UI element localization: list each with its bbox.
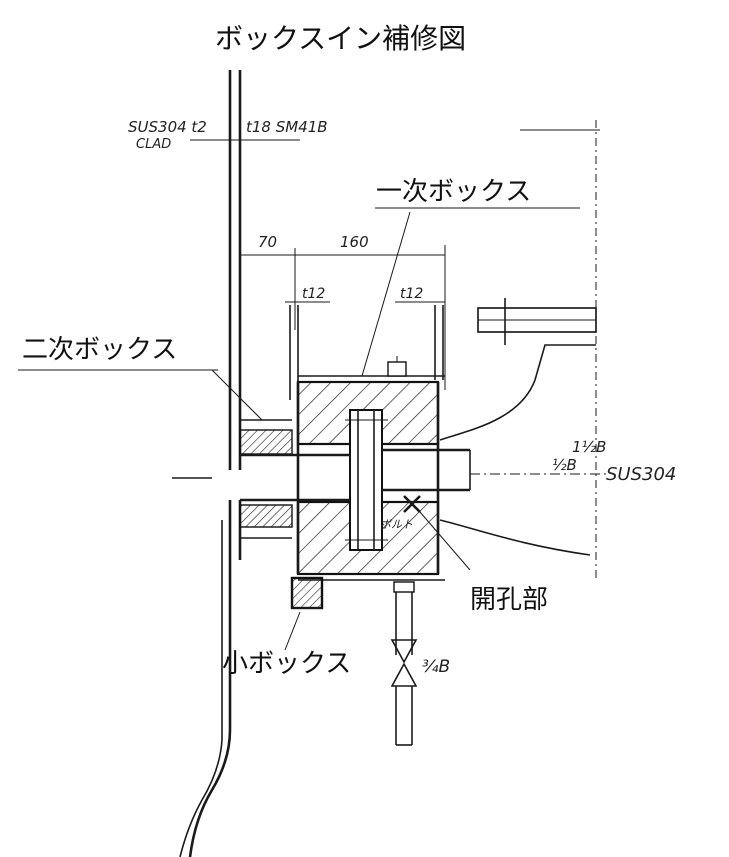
pipe-size-bottom-label: ½B bbox=[552, 456, 577, 474]
small-box-label: 小ボックス bbox=[222, 649, 351, 679]
primary-box-callout: 一次ボックス bbox=[361, 177, 580, 377]
opening-label: 開孔部 bbox=[470, 585, 548, 615]
valve-icon bbox=[390, 639, 418, 664]
external-piping bbox=[439, 120, 600, 580]
plate-t12-left-label: t12 bbox=[302, 286, 325, 302]
pipe-material-label: SUS304 bbox=[606, 464, 676, 485]
secondary-box-label: 二次ボックス bbox=[22, 335, 177, 365]
drain-size-label: ¾B bbox=[422, 657, 450, 677]
dimension-lines: 70 160 t12 t12 bbox=[239, 233, 446, 390]
diagram-title: ボックスイン補修図 bbox=[215, 22, 466, 55]
bolt-note-label: ボルト bbox=[380, 518, 413, 531]
drain-line: ¾B bbox=[390, 581, 450, 746]
opening-callout: 開孔部 bbox=[470, 585, 548, 615]
center-stem bbox=[345, 409, 388, 551]
nozzle-pipe: 1½B ½B SUS304 bbox=[172, 438, 676, 502]
opening-mark: ボルト bbox=[380, 495, 471, 571]
small-box-callout: 小ボックス bbox=[222, 649, 351, 679]
dim-70-label: 70 bbox=[258, 233, 277, 251]
vessel-wall bbox=[179, 70, 242, 857]
secondary-box-callout: 二次ボックス bbox=[18, 335, 263, 421]
secondary-box bbox=[239, 305, 444, 539]
small-box bbox=[284, 576, 324, 651]
dim-160-label: 160 bbox=[340, 233, 369, 251]
wall-clad-label: CLAD bbox=[136, 137, 171, 152]
primary-box-label: 一次ボックス bbox=[376, 177, 531, 207]
pipe-size-top-label: 1½B bbox=[572, 438, 606, 456]
wall-spec-callout: SUS304 t2 CLAD t18 SM41B bbox=[128, 118, 328, 152]
plate-t12-right-label: t12 bbox=[400, 286, 423, 302]
wall-spec-right-label: t18 SM41B bbox=[246, 118, 328, 136]
wall-spec-left-label: SUS304 t2 bbox=[128, 118, 207, 136]
